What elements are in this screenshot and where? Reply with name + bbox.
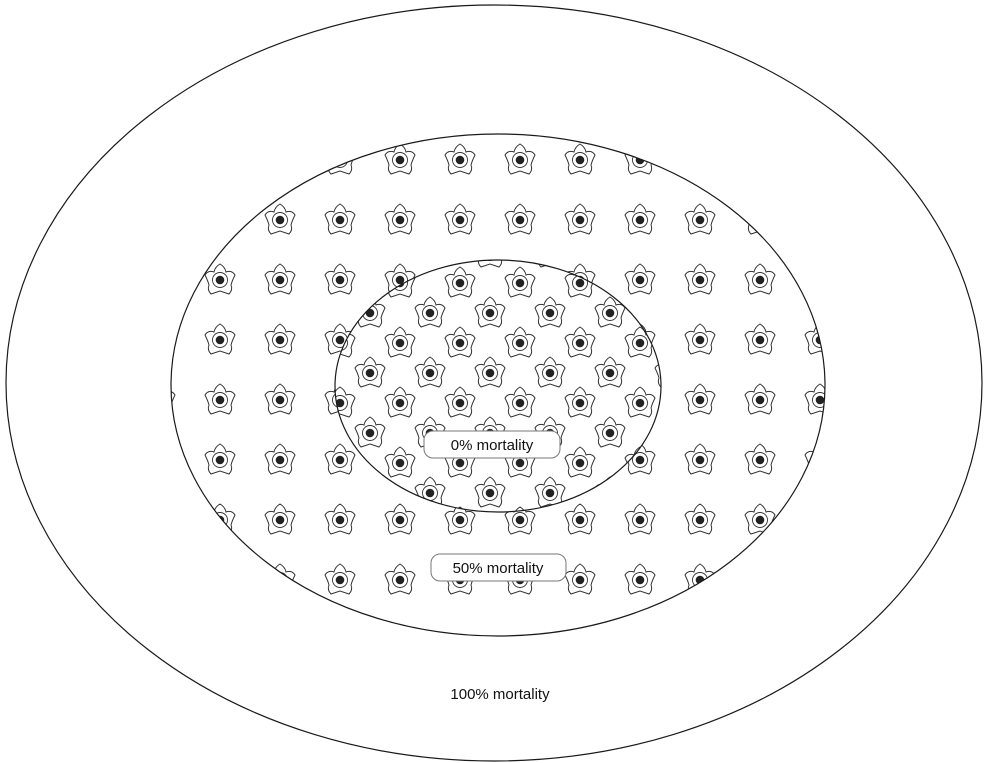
svg-text:0% mortality: 0% mortality — [451, 437, 534, 454]
flower-cell-icon — [925, 567, 955, 597]
middle-zone-label: 50% mortality — [431, 554, 566, 581]
svg-text:100% mortality: 100% mortality — [450, 686, 550, 703]
outer-zone-label: 100% mortality — [450, 686, 550, 703]
svg-text:50% mortality: 50% mortality — [453, 560, 544, 577]
inner-zone-label: 0% mortality — [424, 431, 560, 458]
